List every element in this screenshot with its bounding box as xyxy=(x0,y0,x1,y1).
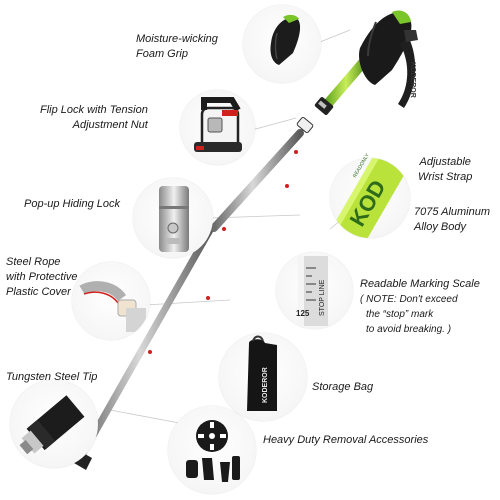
steel-rope-detail-circle xyxy=(72,262,150,340)
marking-scale-detail-circle: 125 STOP LINE xyxy=(276,252,353,329)
accessories-detail-circle xyxy=(168,406,256,494)
label-flip-lock-line2: Adjustment Nut xyxy=(72,119,148,131)
grip-brand-text: KODEROR xyxy=(409,62,416,98)
label-strap: Adjustable Wrist Strap xyxy=(418,155,472,185)
flip-lock-detail-circle xyxy=(180,90,255,165)
bag-brand-text: KODEROR xyxy=(262,367,269,403)
label-steel-rope: Steel Rope with Protective Plastic Cover xyxy=(6,255,78,300)
label-grip-line1: Moisture-wicking xyxy=(136,33,218,45)
scale-stop-text: STOP LINE xyxy=(319,279,326,316)
label-flip-lock-line1: Flip Lock with Tension xyxy=(40,104,148,116)
label-grip-line2: Foam Grip xyxy=(136,48,188,60)
label-grip: Moisture-wicking Foam Grip xyxy=(136,32,218,62)
label-aluminum-line1: 7075 Aluminum xyxy=(414,206,491,218)
tip-detail-circle xyxy=(10,380,98,468)
label-marking: Readable Marking Scale ( NOTE: Don't exc… xyxy=(360,277,480,337)
label-accessories: Heavy Duty Removal Accessories xyxy=(263,433,428,448)
aluminum-detail-circle: KOD xyxy=(330,158,410,238)
label-aluminum-line2: Alloy Body xyxy=(414,221,466,233)
label-marking-line1: Readable Marking Scale xyxy=(360,278,480,290)
pole-strap xyxy=(398,36,416,108)
scale-number: 125 xyxy=(296,309,310,318)
label-marking-line2: ( NOTE: Don't exceed xyxy=(360,294,458,305)
label-bag: Storage Bag xyxy=(312,380,373,395)
grip-detail-circle xyxy=(243,5,321,83)
label-strap-line1: Adjustable xyxy=(419,156,471,168)
pole-upper-tube xyxy=(321,54,371,111)
hiding-lock-detail-circle xyxy=(133,178,213,258)
pole-lower-shaft xyxy=(78,226,214,459)
label-steel-rope-line1: Steel Rope xyxy=(6,256,61,268)
label-strap-line2: Wrist Strap xyxy=(418,171,473,183)
label-steel-rope-line2: with Protective xyxy=(6,271,78,283)
lock-ring-lower xyxy=(296,116,314,134)
label-flip-lock: Flip Lock with Tension Adjustment Nut xyxy=(40,103,148,133)
label-tip-line1: Tungsten Steel Tip xyxy=(6,371,98,383)
label-marking-line4: to avoid breaking. ) xyxy=(366,324,452,335)
label-steel-rope-line3: Plastic Cover xyxy=(6,286,71,298)
lock-ring-upper xyxy=(314,97,334,115)
label-marking-line3: the “stop” mark xyxy=(366,309,434,320)
storage-bag-detail-circle: KODEROR xyxy=(219,333,307,421)
label-bag-line1: Storage Bag xyxy=(312,381,374,393)
label-aluminum: 7075 Aluminum Alloy Body xyxy=(414,205,490,235)
label-accessories-line1: Heavy Duty Removal Accessories xyxy=(263,434,429,446)
label-hiding-lock-line1: Pop-up Hiding Lock xyxy=(24,198,121,210)
pole-middle-shaft xyxy=(210,129,304,232)
label-hiding-lock: Pop-up Hiding Lock xyxy=(24,197,120,212)
label-tip: Tungsten Steel Tip xyxy=(6,370,97,385)
